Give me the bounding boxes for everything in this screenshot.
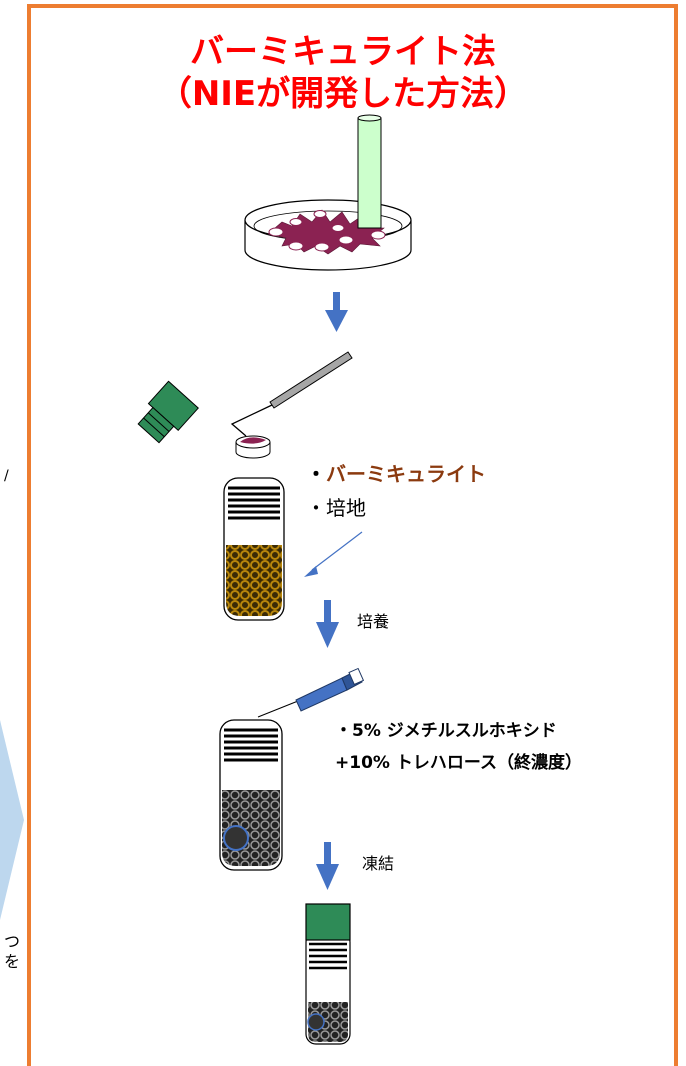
down-arrow-icon (325, 292, 348, 332)
inoculation-loop-icon (230, 351, 353, 437)
bullet: ・ (306, 462, 326, 486)
freeze-step-label: 凍結 (362, 854, 395, 873)
method-frame (27, 4, 678, 1066)
medium-label: ・培地 (306, 496, 366, 520)
vermiculite-label: ・バーミキュライト (306, 458, 486, 487)
agar-piece-icon (235, 435, 271, 459)
vermiculite-text: バーミキュライト (326, 462, 486, 486)
cryoprotectant-line-1: ・5% ジメチルスルホキシド (335, 721, 557, 741)
cropped-left-text-1: つ (4, 932, 21, 951)
cropped-left-text-2: を (4, 952, 21, 971)
petri-dish-icon (244, 199, 412, 271)
down-arrow-icon (316, 600, 339, 648)
culture-step-label: 培養 (357, 612, 390, 631)
method-subtitle: （NIEが開発した方法） (157, 74, 529, 114)
method-title: バーミキュライト法 (190, 32, 496, 72)
pipette-icon (257, 667, 365, 718)
thin-arrow-icon (304, 531, 363, 577)
culture-vial-icon (219, 719, 283, 871)
vial-cap-icon (137, 380, 199, 444)
cryovial-icon (305, 903, 351, 1045)
down-arrow-icon (316, 842, 339, 890)
culture-vial-icon (223, 477, 285, 621)
cryoprotectant-line-2: +10% トレハロース（終濃度） (335, 753, 583, 773)
cropped-left-mark: / (4, 468, 9, 484)
background-chevron-shape (0, 720, 24, 920)
glass-tube-icon (357, 114, 382, 229)
